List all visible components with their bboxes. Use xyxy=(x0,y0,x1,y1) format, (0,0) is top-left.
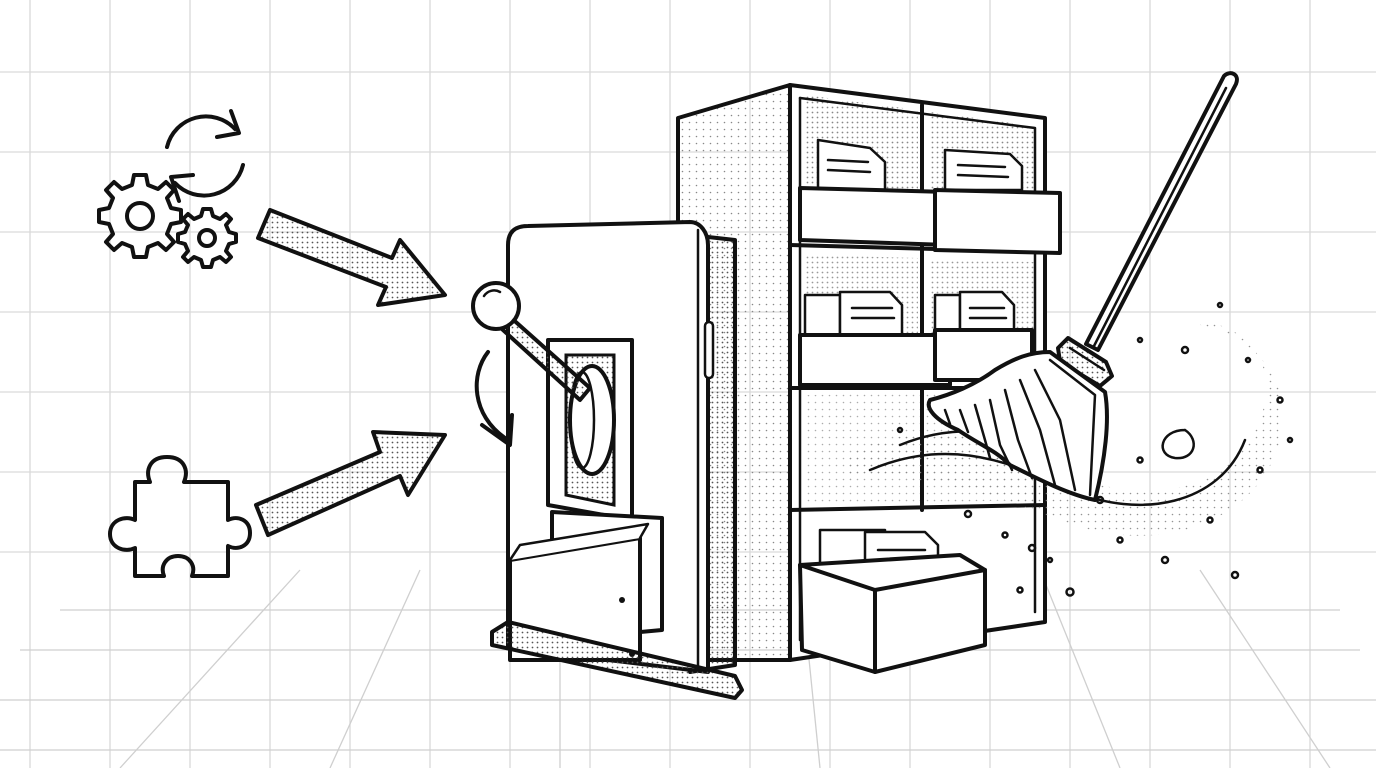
gears-icon xyxy=(97,173,238,269)
puzzle-piece-icon xyxy=(108,455,252,578)
sync-arrows-icon xyxy=(165,109,245,203)
dust-cloud xyxy=(845,301,1294,597)
input-arrow-bottom xyxy=(254,430,447,537)
broom xyxy=(926,71,1239,502)
lever-machine xyxy=(471,220,744,700)
input-arrow-top xyxy=(256,208,447,307)
